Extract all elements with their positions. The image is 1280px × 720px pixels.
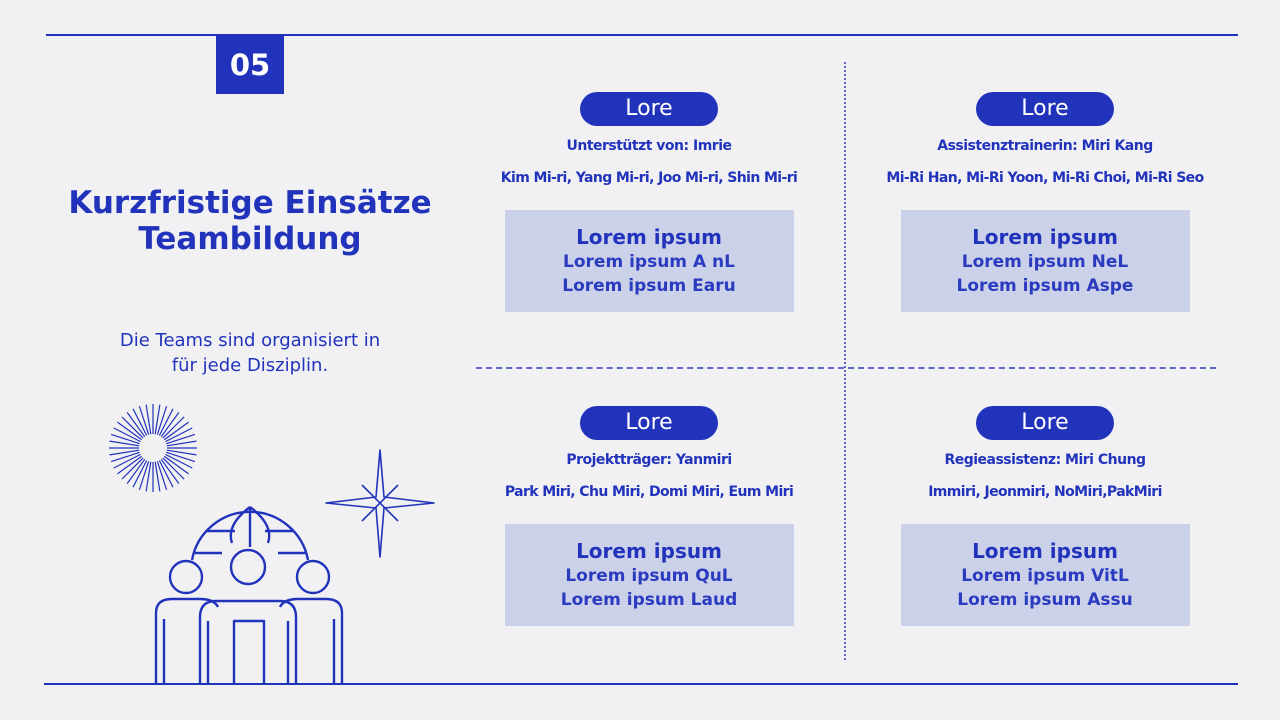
info-box-line: Lorem ipsum QuL — [565, 566, 733, 586]
team-lead-text: Assistenztrainerin: Miri Kang — [937, 138, 1153, 154]
sparkle-star-icon — [325, 449, 435, 558]
slide-subtitle-line-1: Die Teams sind organisiert in — [119, 330, 381, 351]
slide-title-line-1: Kurzfristige Einsätze — [68, 185, 432, 221]
team-lead-text: Unterstützt von: Imrie — [566, 138, 732, 154]
team-lead-text: Regieassistenz: Miri Chung — [944, 452, 1146, 468]
team-lead-text: Projektträger: Yanmiri — [566, 452, 732, 468]
info-box-line: Lorem ipsum NeL — [961, 252, 1129, 272]
vertical-divider — [844, 62, 846, 660]
team-pill-label: Lore — [976, 406, 1114, 440]
slide-title: Kurzfristige Einsätze Teambildung — [60, 185, 440, 257]
info-box-line: Lorem ipsum Laud — [560, 590, 738, 610]
team-card-3: Lore Projektträger: Yanmiri Park Miri, C… — [469, 406, 829, 626]
info-box-title: Lorem ipsum — [576, 225, 722, 249]
team-info-box: Lorem ipsum Lorem ipsum A nL Lorem ipsum… — [504, 210, 794, 312]
team-pill-label: Lore — [976, 92, 1114, 126]
globe-icon — [190, 506, 310, 561]
team-pill-label: Lore — [580, 92, 718, 126]
info-box-line: Lorem ipsum Earu — [562, 276, 736, 296]
info-box-line: Lorem ipsum A nL — [563, 252, 735, 272]
people-group-icon — [154, 548, 344, 685]
slide-number-badge: 05 — [216, 36, 284, 94]
info-box-title: Lorem ipsum — [576, 539, 722, 563]
slide-title-line-2: Teambildung — [138, 221, 362, 257]
team-card-2: Lore Assistenztrainerin: Miri Kang Mi-Ri… — [865, 92, 1225, 312]
info-box-line: Lorem ipsum VitL — [961, 566, 1129, 586]
team-card-1: Lore Unterstützt von: Imrie Kim Mi-ri, Y… — [469, 92, 829, 312]
team-members-text: Kim Mi-ri, Yang Mi-ri, Joo Mi-ri, Shin M… — [500, 170, 798, 186]
team-members-text: Mi-Ri Han, Mi-Ri Yoon, Mi-Ri Choi, Mi-Ri… — [886, 170, 1204, 186]
info-box-line: Lorem ipsum Assu — [957, 590, 1133, 610]
top-rule — [46, 34, 1238, 36]
info-box-title: Lorem ipsum — [972, 225, 1118, 249]
slide-subtitle: Die Teams sind organisiert in für jede D… — [80, 328, 420, 378]
team-info-box: Lorem ipsum Lorem ipsum NeL Lorem ipsum … — [900, 210, 1190, 312]
team-pill-label: Lore — [580, 406, 718, 440]
info-box-line: Lorem ipsum Aspe — [956, 276, 1134, 296]
horizontal-divider — [476, 367, 1216, 369]
team-info-box: Lorem ipsum Lorem ipsum VitL Lorem ipsum… — [900, 524, 1190, 626]
team-illustration — [109, 404, 435, 685]
team-info-box: Lorem ipsum Lorem ipsum QuL Lorem ipsum … — [504, 524, 794, 626]
team-card-4: Lore Regieassistenz: Miri Chung Immiri, … — [865, 406, 1225, 626]
team-members-text: Park Miri, Chu Miri, Domi Miri, Eum Miri — [504, 484, 794, 500]
sunburst-icon — [109, 404, 197, 492]
bottom-rule — [44, 683, 1238, 685]
slide-subtitle-line-2: für jede Disziplin. — [171, 355, 329, 376]
team-members-text: Immiri, Jeonmiri, NoMiri,PakMiri — [928, 484, 1162, 500]
info-box-title: Lorem ipsum — [972, 539, 1118, 563]
